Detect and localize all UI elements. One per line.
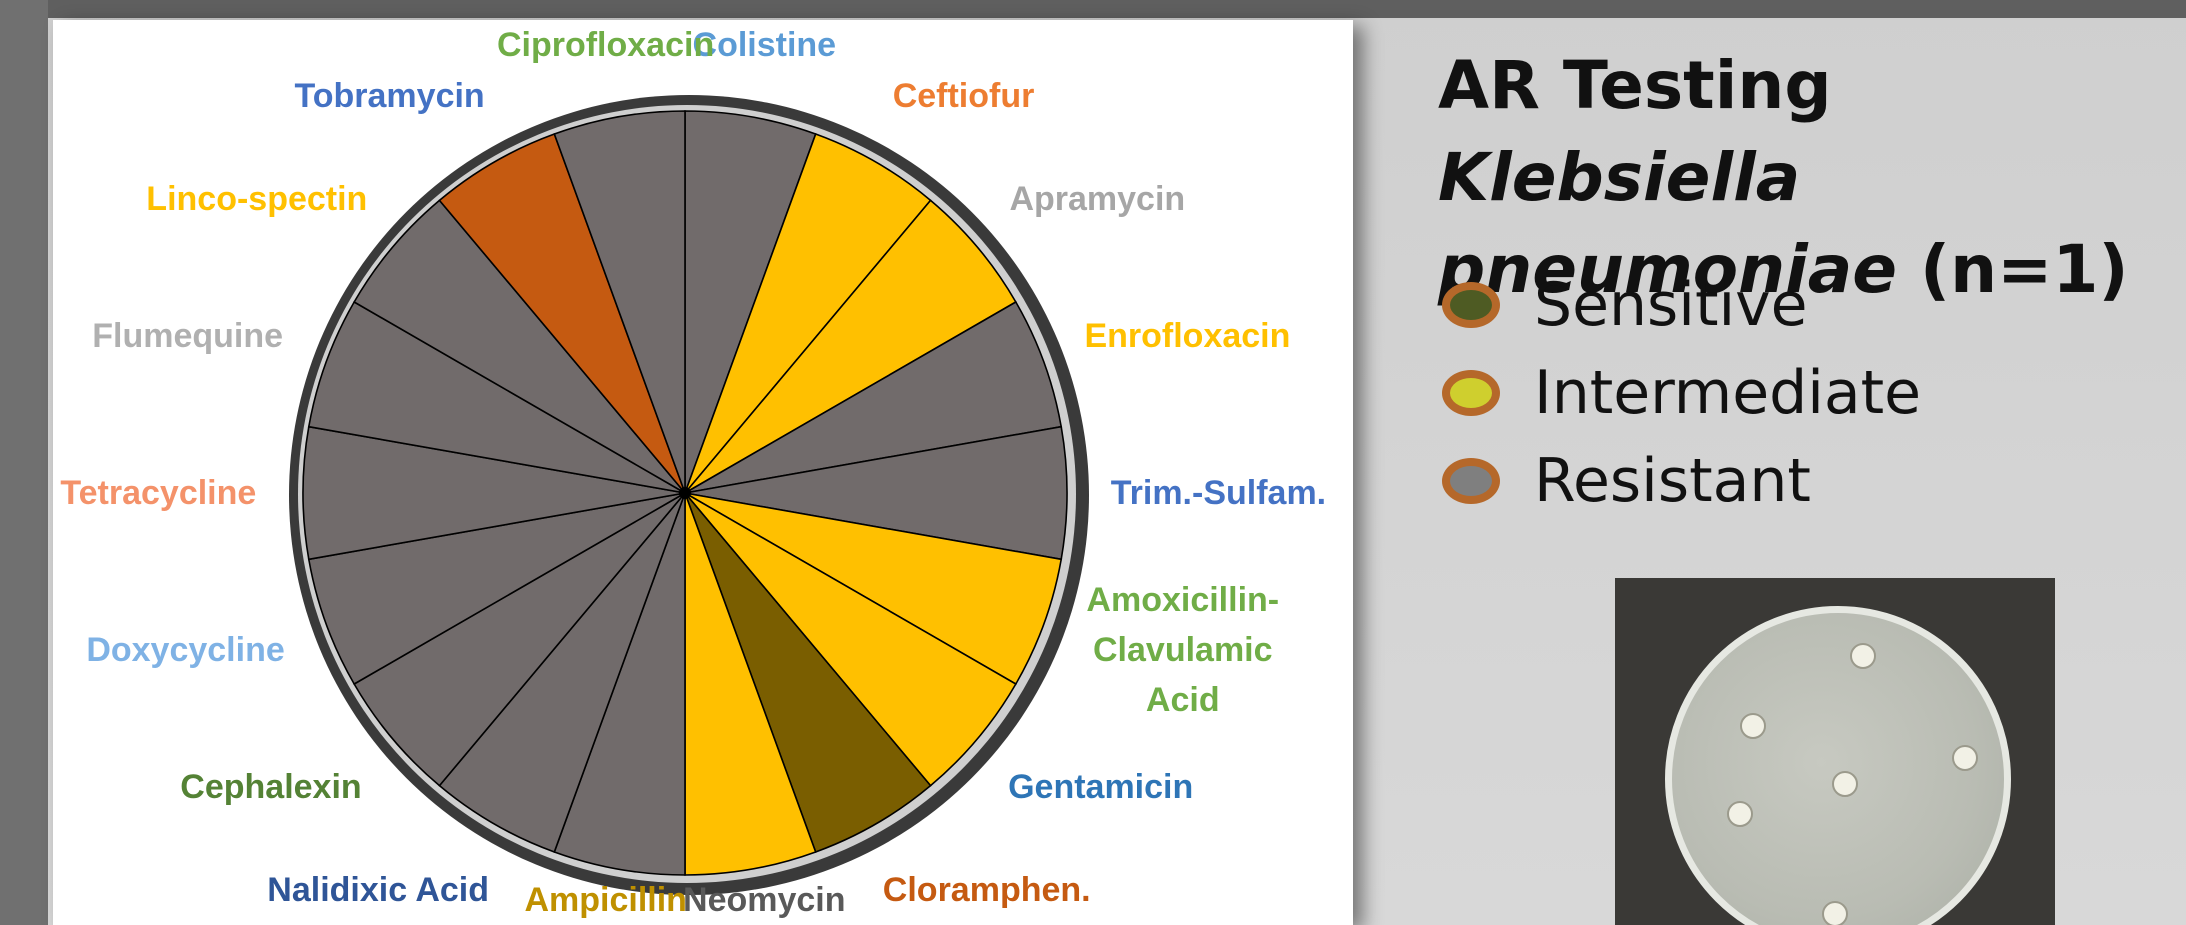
pie-chart	[289, 95, 1089, 895]
pie-slice-flumequine	[307, 300, 686, 494]
antibiotic-disc	[1822, 901, 1848, 925]
title-suffix: (n=1)	[1897, 231, 2129, 308]
pie-label: Ampicillin	[524, 881, 687, 919]
pie-slice-ceftiofur	[684, 133, 932, 494]
legend-swatch-sensitive	[1442, 282, 1500, 328]
pie-slice-apramycin	[684, 199, 1017, 494]
pie-slice-tetracycline	[302, 425, 686, 561]
title-prefix: AR Testing	[1438, 47, 1832, 124]
pie-label: Tetracycline	[60, 474, 257, 512]
pie-label: Nalidixic Acid	[267, 870, 489, 909]
pie-label: Gentamicin	[1008, 768, 1194, 807]
pie-label: Cephalexin	[180, 768, 362, 807]
pie-slice-cephalexin	[353, 492, 686, 787]
pie-label: Trim.-Sulfam.	[1110, 474, 1327, 512]
pie-slice-trim-sulfam	[684, 425, 1068, 561]
top-band	[0, 0, 2186, 18]
antibiotic-disc	[1952, 745, 1978, 771]
legend-label: Sensitive	[1534, 270, 1808, 340]
pie-label: Tobramycin	[294, 77, 485, 116]
pie-slice-cloramphen	[684, 492, 932, 853]
right-panel: AR Testing Klebsiella pneumoniae (n=1) S…	[1380, 0, 2186, 925]
antibiotic-disc	[1740, 713, 1766, 739]
pie-label: Linco-spectin	[146, 179, 368, 218]
pie-slice-colistine	[684, 110, 817, 494]
legend-swatch-intermediate	[1442, 370, 1500, 416]
slide-title: AR Testing Klebsiella pneumoniae (n=1)	[1438, 40, 2178, 316]
pie-slice-nalidixic-acid	[438, 492, 686, 853]
antibiotic-disc	[1850, 643, 1876, 669]
pie-slice-ciprofloxacin	[553, 110, 686, 494]
pie-center	[679, 487, 691, 499]
pie-label: Enrofloxacin	[1084, 317, 1291, 356]
petri-plate	[1665, 606, 2011, 925]
antibiotic-disc	[1727, 801, 1753, 827]
antibiotic-disc	[1832, 771, 1858, 797]
pie-slice-gentamicin	[684, 492, 1017, 787]
pie-slice-tobramycin	[438, 133, 686, 494]
pie-label: Doxycycline	[86, 630, 285, 669]
pie-slice-enrofloxacin	[684, 300, 1063, 494]
petri-dish-photo	[1615, 578, 2055, 925]
pie-slice-doxycycline	[307, 492, 686, 686]
pie-label: Neomycin	[683, 881, 846, 919]
pie-label: Cloramphen.	[882, 870, 1091, 909]
pie-label: Ceftiofur	[892, 77, 1035, 116]
left-band	[0, 0, 48, 925]
pie-slice-neomycin	[684, 492, 817, 876]
title-organism: Klebsiella pneumoniae	[1438, 139, 1898, 308]
pie-slice-linco-spectin	[353, 199, 686, 494]
pie-label: Colistine	[692, 26, 837, 64]
pie-slice-ampicillin	[553, 492, 686, 876]
pie-label: Ciprofloxacin	[496, 26, 715, 64]
pie-label: Apramycin	[1009, 179, 1186, 218]
legend-swatch-resistant	[1442, 458, 1500, 504]
legend-label: Intermediate	[1534, 358, 1922, 428]
pie-slice-amoxicillin-clavulamic-acid	[684, 492, 1063, 686]
legend-label: Resistant	[1534, 446, 1811, 516]
pie-label: Flumequine	[92, 317, 284, 356]
